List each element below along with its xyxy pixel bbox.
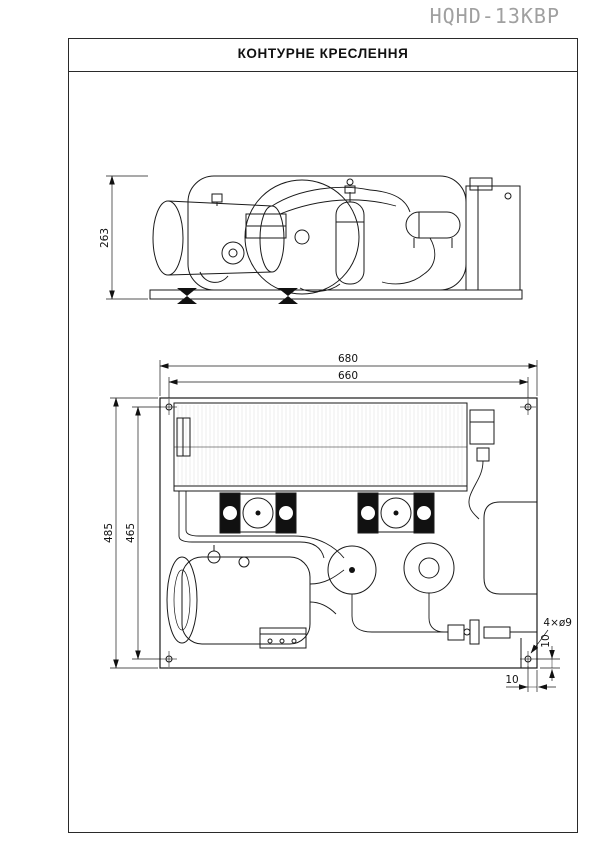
- tubing-side: [271, 186, 436, 292]
- sheet-border: [68, 38, 578, 833]
- title-divider: [68, 71, 578, 72]
- baseplate-plan: [159, 397, 538, 669]
- mounting-hole-icon: [161, 399, 177, 415]
- electrical-panel-side: [465, 177, 521, 291]
- sheet-title: КОНТУРНЕ КРЕСЛЕННЯ: [237, 46, 409, 61]
- fan-motor-icon: [380, 497, 412, 529]
- side-view: 263: [99, 175, 523, 304]
- fan-assembly-2: [357, 492, 435, 534]
- mounting-hole-icon: [520, 651, 536, 667]
- dim-plan-depth-inner: 465: [125, 406, 161, 660]
- fan-motor-icon: [242, 497, 274, 529]
- service-valves: [447, 619, 537, 668]
- vibration-mount-icon: [278, 288, 298, 304]
- dim-hole-offset-bottom: 10: [505, 666, 556, 692]
- side-panel-bracket: [483, 501, 537, 595]
- mounting-holes: [161, 399, 536, 667]
- dim-text-680: 680: [338, 353, 358, 365]
- dim-plan-width-inner: 660: [168, 370, 529, 398]
- baseplate-side: [149, 288, 523, 304]
- dim-side-height: 263: [99, 175, 148, 300]
- vibration-mount-icon: [177, 288, 197, 304]
- compressor-side: [152, 193, 287, 283]
- dim-plan-depth-outer: 485: [103, 397, 158, 669]
- model-number: HQHD-13KBP: [429, 4, 560, 28]
- holes-callout: 4×ø9: [530, 617, 572, 654]
- mounting-hole-icon: [161, 651, 177, 667]
- oil-separator-plan: [327, 545, 377, 595]
- dim-text-10-bottom: 10: [505, 674, 518, 686]
- dim-text-465: 465: [125, 523, 137, 543]
- dim-hole-offset-right: 10: [536, 634, 560, 681]
- receiver-tank-side: [335, 178, 365, 285]
- dim-text-10-right: 10: [540, 634, 552, 647]
- junction-box-plan: [468, 409, 495, 520]
- fan-assembly-1: [219, 492, 297, 534]
- plan-view: 680 660 485 465: [103, 353, 572, 692]
- piping-plan: [178, 491, 448, 633]
- mounting-hole-icon: [520, 399, 536, 415]
- dim-text-263: 263: [99, 228, 111, 248]
- terminal-box: [259, 627, 307, 649]
- filter-drier-side: [405, 211, 461, 248]
- fan-motor-hub-plan: [403, 542, 455, 594]
- holes-note-text: 4×ø9: [543, 617, 572, 629]
- dim-text-660: 660: [338, 370, 358, 382]
- dim-plan-width-outer: 680: [159, 353, 538, 396]
- dim-text-485: 485: [103, 523, 115, 543]
- condenser-shroud-side: [187, 175, 467, 295]
- compressor-plan: [166, 545, 311, 649]
- condenser-coil-plan: [173, 402, 468, 492]
